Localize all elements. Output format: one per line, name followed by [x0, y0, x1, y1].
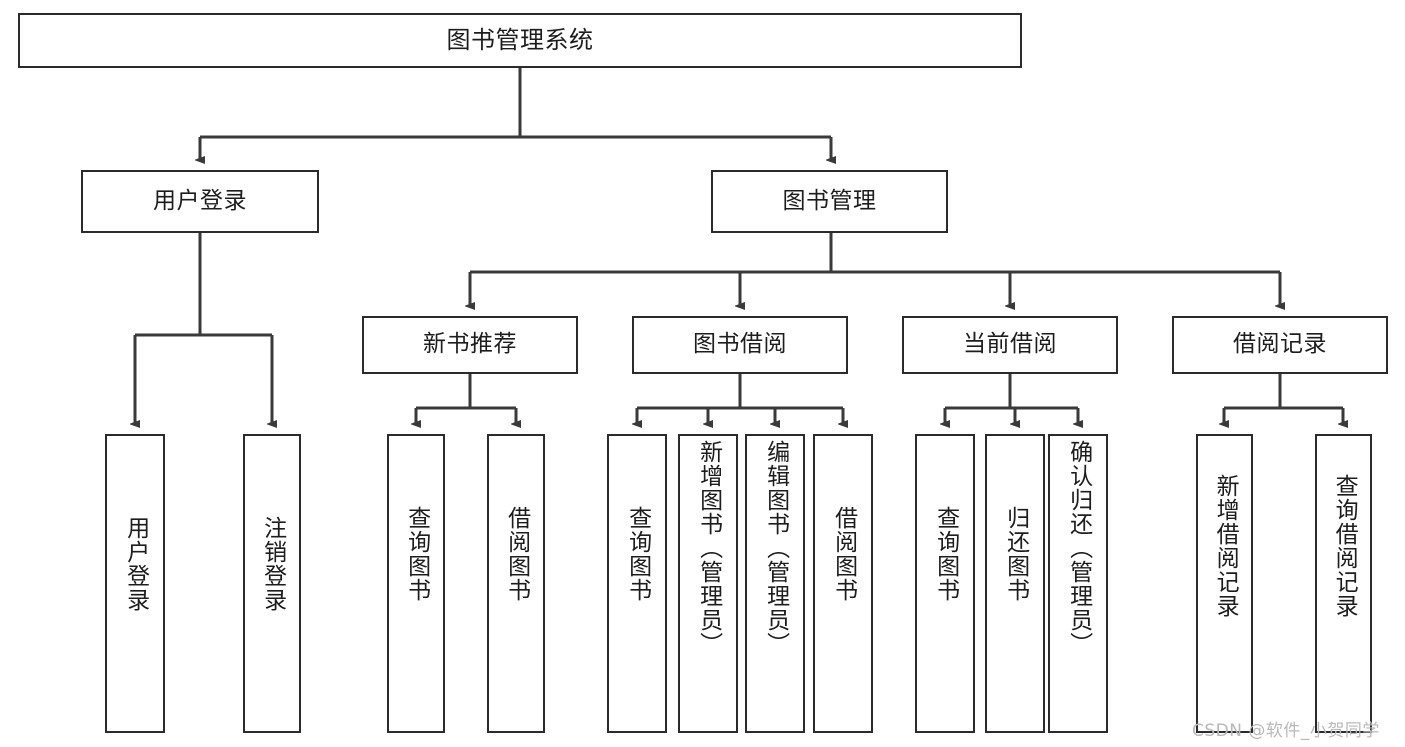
node-leaf-query-record-label: 查询借阅记录	[1331, 474, 1358, 618]
node-root[interactable]: 图书管理系统	[18, 13, 1022, 68]
node-leaf-query-book-1-label: 查询图书	[403, 506, 430, 602]
node-leaf-confirm-return[interactable]: 确认归还（管理员）	[1048, 434, 1108, 733]
node-leaf-borrow-book-1[interactable]: 借阅图书	[487, 434, 545, 733]
node-root-label: 图书管理系统	[446, 26, 594, 55]
node-leaf-return-book-label: 归还图书	[1002, 506, 1029, 602]
node-leaf-return-book[interactable]: 归还图书	[985, 434, 1045, 733]
node-leaf-query-book-3-label: 查询图书	[932, 506, 959, 602]
node-leaf-query-book-1[interactable]: 查询图书	[387, 434, 445, 733]
node-book-manage[interactable]: 图书管理	[711, 170, 948, 233]
node-book-borrow[interactable]: 图书借阅	[632, 316, 848, 374]
node-borrow-record-label: 借阅记录	[1233, 331, 1327, 358]
node-book-manage-label: 图书管理	[782, 187, 877, 214]
node-new-book-recommend-label: 新书推荐	[423, 331, 517, 358]
node-leaf-user-login-label: 用户登录	[122, 516, 149, 612]
node-leaf-edit-book-label: 编辑图书（管理员）	[762, 440, 789, 656]
node-leaf-add-record-label: 新增借阅记录	[1212, 474, 1239, 618]
node-book-borrow-label: 图书借阅	[693, 331, 787, 358]
csdn-watermark: CSDN @软件_小贺同学	[1192, 721, 1380, 741]
node-leaf-user-logout[interactable]: 注销登录	[243, 434, 301, 733]
node-leaf-add-book[interactable]: 新增图书（管理员）	[678, 434, 738, 733]
node-borrow-record[interactable]: 借阅记录	[1172, 316, 1388, 374]
node-user-login-label: 用户登录	[153, 187, 247, 214]
node-leaf-query-book-3[interactable]: 查询图书	[915, 434, 975, 733]
node-leaf-borrow-book-2[interactable]: 借阅图书	[813, 434, 873, 733]
node-leaf-confirm-return-label: 确认归还（管理员）	[1065, 440, 1092, 656]
node-leaf-user-logout-label: 注销登录	[259, 516, 286, 612]
node-leaf-user-login[interactable]: 用户登录	[105, 434, 165, 733]
node-leaf-add-record[interactable]: 新增借阅记录	[1196, 434, 1253, 733]
node-user-login[interactable]: 用户登录	[81, 170, 319, 233]
node-leaf-borrow-book-1-label: 借阅图书	[503, 506, 530, 602]
node-leaf-edit-book[interactable]: 编辑图书（管理员）	[745, 434, 805, 733]
node-leaf-add-book-label: 新增图书（管理员）	[695, 440, 722, 656]
node-new-book-recommend[interactable]: 新书推荐	[362, 316, 578, 374]
node-current-borrow-label: 当前借阅	[963, 331, 1057, 358]
node-leaf-query-book-2[interactable]: 查询图书	[607, 434, 667, 733]
node-leaf-query-book-2-label: 查询图书	[624, 506, 651, 602]
node-current-borrow[interactable]: 当前借阅	[902, 316, 1118, 374]
node-leaf-query-record[interactable]: 查询借阅记录	[1315, 434, 1372, 733]
node-leaf-borrow-book-2-label: 借阅图书	[830, 506, 857, 602]
